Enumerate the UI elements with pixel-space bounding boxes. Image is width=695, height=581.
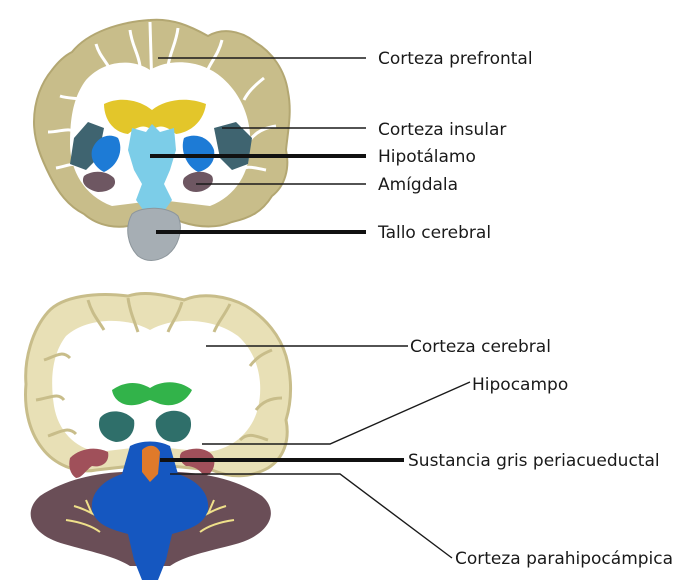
top-amygdala-right <box>182 171 213 192</box>
bottom-thalamus-right <box>155 410 192 442</box>
top-brain-section <box>32 18 291 261</box>
bottom-sulci <box>35 297 283 442</box>
label-tallo-cerebral: Tallo cerebral <box>377 223 491 243</box>
label-corteza-prefrontal: Corteza prefrontal <box>378 49 533 69</box>
top-hypothalamus <box>128 124 176 214</box>
label-corteza-insular: Corteza insular <box>378 120 506 140</box>
top-callosum <box>104 99 206 134</box>
bottom-hippocampus-right <box>179 448 215 476</box>
bottom-brain-section <box>24 292 292 580</box>
bottom-callosum <box>112 382 192 406</box>
top-brainstem <box>127 207 181 261</box>
bottom-thalamus-left <box>98 411 135 442</box>
leader-parahipocampica <box>170 473 453 559</box>
leader-hipocampo <box>202 381 471 445</box>
bottom-brainstem <box>91 441 209 580</box>
label-corteza-cerebral: Corteza cerebral <box>410 337 551 357</box>
label-corteza-parahipocampica: Corteza parahipocámpica <box>455 549 673 569</box>
bottom-pag <box>142 445 160 482</box>
top-ventricle-right <box>182 135 215 172</box>
label-hipocampo: Hipocampo <box>472 375 568 395</box>
top-leader-lines <box>150 57 366 234</box>
bottom-labels: Corteza cerebral Hipocampo Sustancia gri… <box>408 337 673 569</box>
label-sustancia-gris-periacueductal: Sustancia gris periacueductal <box>408 451 660 471</box>
top-sulci <box>47 21 277 174</box>
label-hipotalamo: Hipotálamo <box>378 147 476 167</box>
bottom-leader-lines <box>160 345 471 559</box>
top-amygdala-left <box>82 171 116 192</box>
bottom-hippocampus-left <box>69 448 109 478</box>
label-amigdala: Amígdala <box>378 175 458 195</box>
top-ventricle-left <box>91 135 121 172</box>
top-labels: Corteza prefrontal Corteza insular Hipot… <box>377 49 533 243</box>
